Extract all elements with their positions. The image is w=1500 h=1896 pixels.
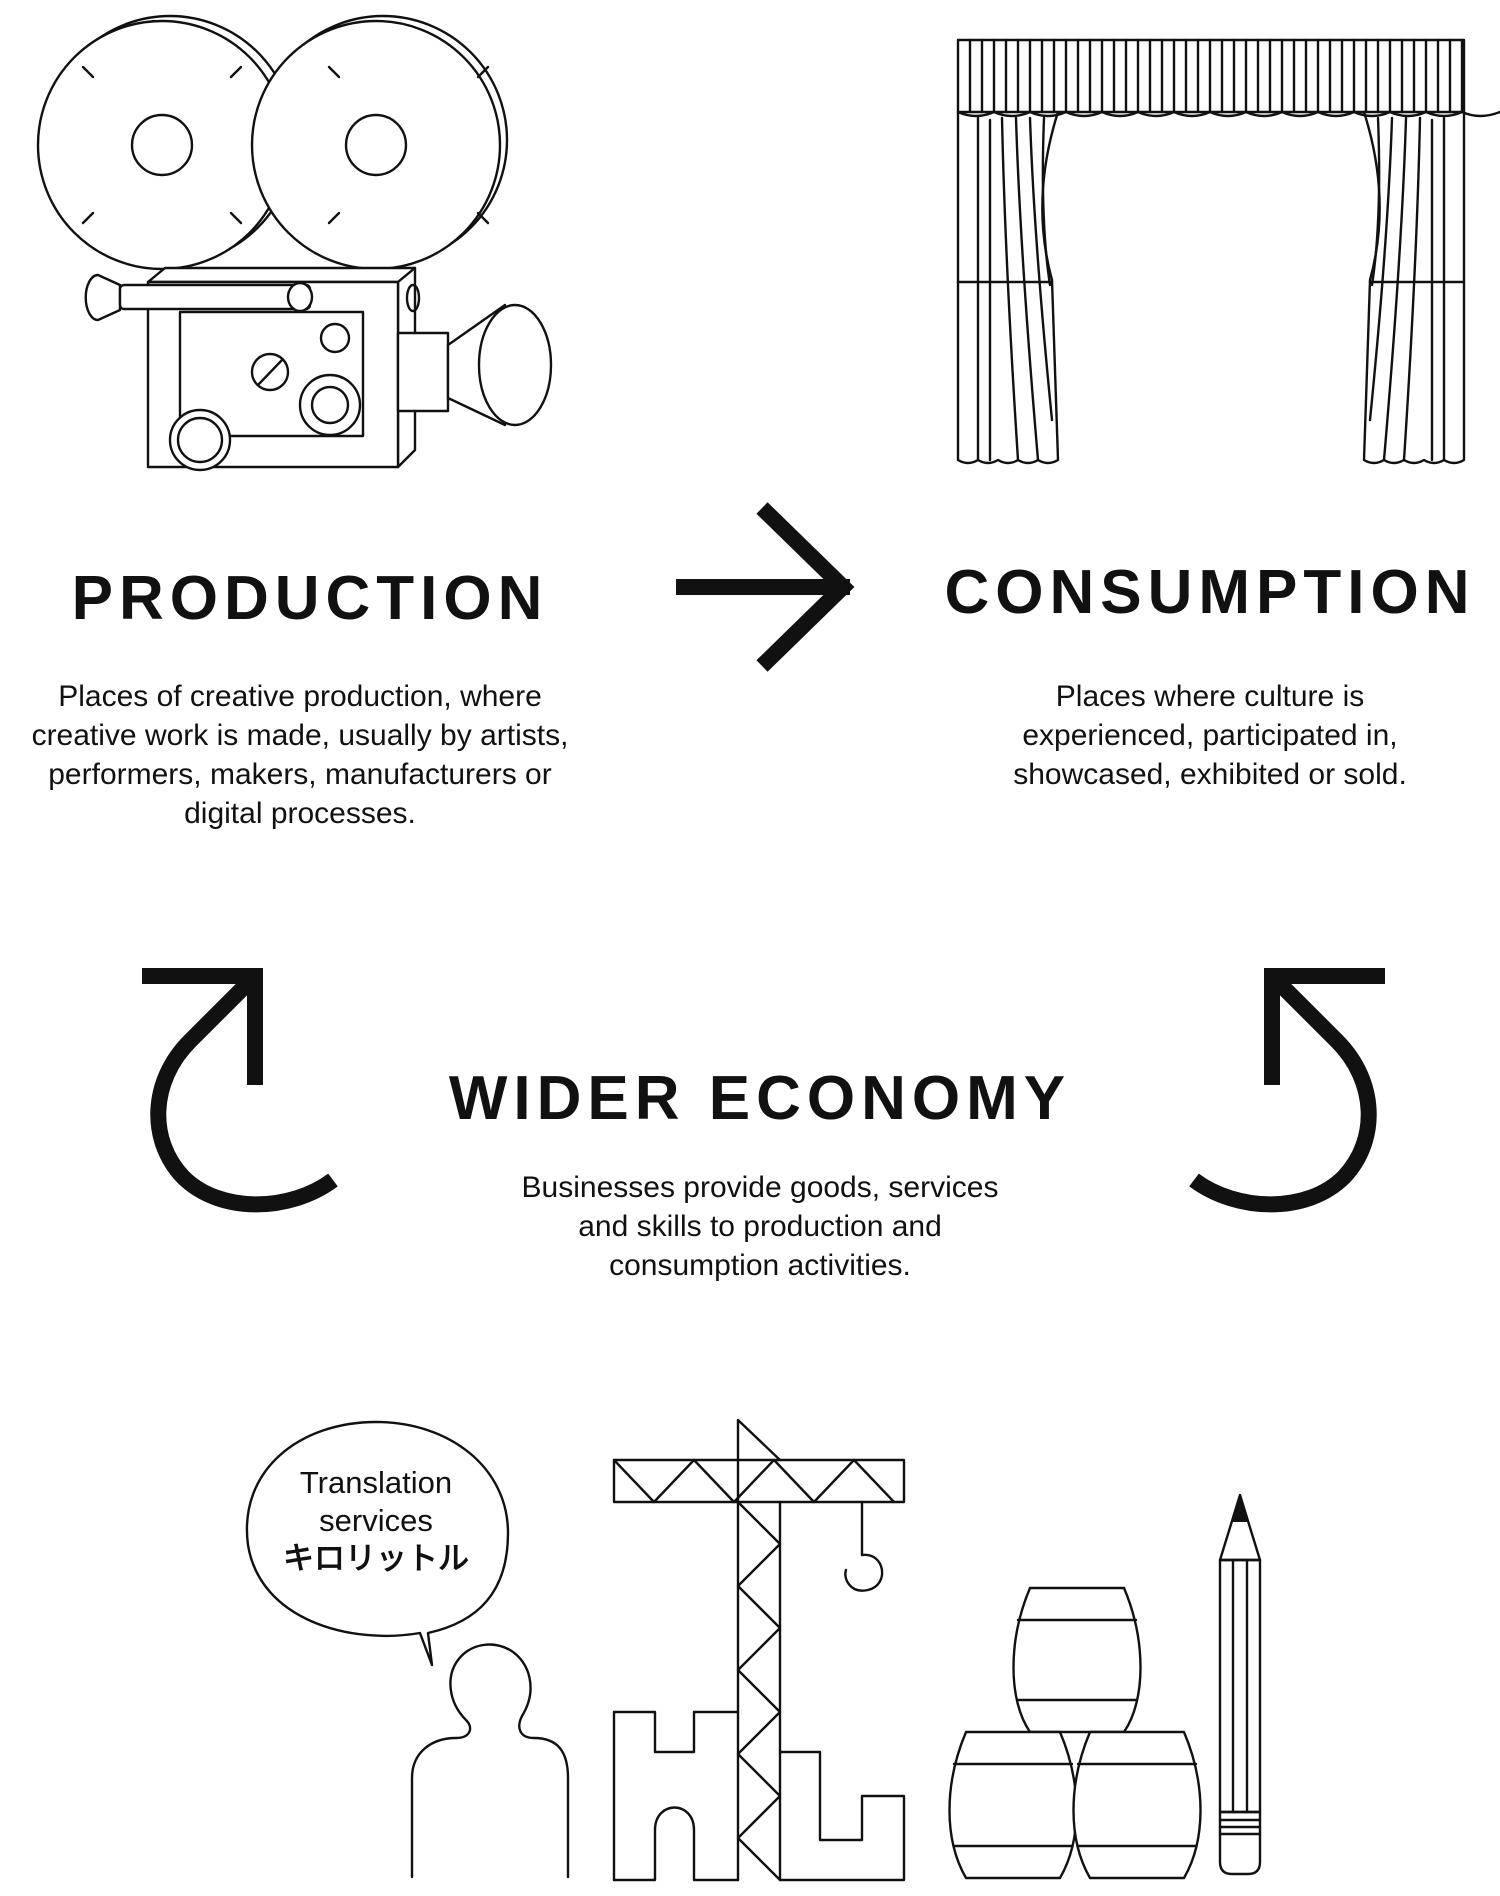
- curved-arrow-left-icon: [142, 976, 333, 1204]
- stage-curtain-icon: [958, 40, 1500, 463]
- person-icon: [412, 1645, 568, 1877]
- curved-arrow-right-icon: [1194, 976, 1385, 1204]
- production-description: Places of creative production, where cre…: [10, 677, 590, 833]
- bubble-line-3: キロリットル: [270, 1540, 482, 1578]
- wider-economy-description: Businesses provide goods, services and s…: [520, 1168, 1000, 1285]
- consumption-description: Places where culture is experienced, par…: [1000, 677, 1420, 794]
- film-camera-icon: [38, 16, 551, 470]
- pencil-icon: [1220, 1495, 1260, 1874]
- building-icon: [614, 1712, 904, 1880]
- production-heading: PRODUCTION: [40, 568, 580, 630]
- arrow-right-icon: [676, 508, 850, 666]
- crane-icon: [614, 1420, 904, 1880]
- speech-bubble-text: Translation services キロリットル: [270, 1464, 482, 1578]
- barrels-icon: [950, 1588, 1201, 1878]
- wider-economy-heading: WIDER ECONOMY: [420, 1068, 1100, 1130]
- bubble-line-1: Translation: [270, 1464, 482, 1502]
- bubble-line-2: services: [270, 1502, 482, 1540]
- consumption-heading: CONSUMPTION: [930, 562, 1490, 624]
